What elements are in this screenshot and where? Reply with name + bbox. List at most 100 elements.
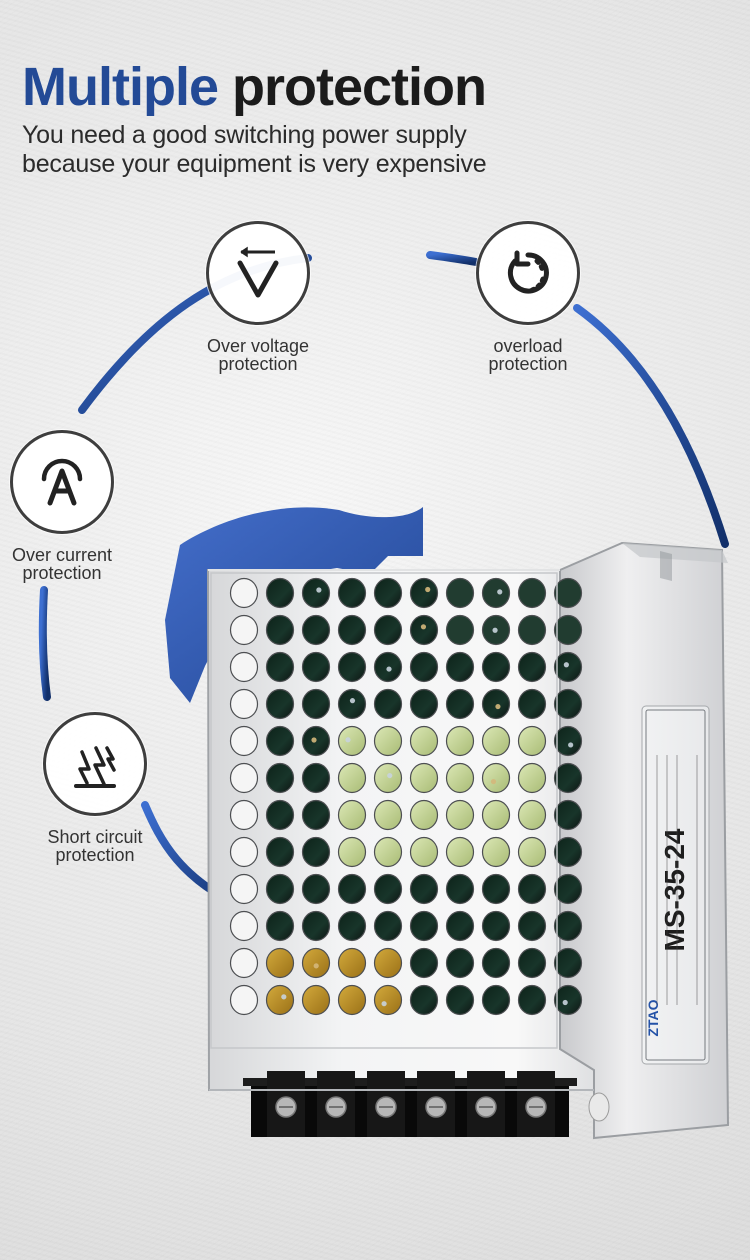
- vent-hole: [339, 801, 366, 830]
- vent-hole: [555, 801, 582, 830]
- vent-hole: [519, 764, 546, 793]
- vent-hole: [303, 986, 330, 1015]
- vent-hole: [411, 875, 438, 904]
- vent-hole: [519, 875, 546, 904]
- vent-hole: [339, 912, 366, 941]
- vent-hole: [339, 949, 366, 978]
- short-circuit-icon: [65, 734, 125, 794]
- vent-hole: [483, 727, 510, 756]
- overload-circle: [476, 221, 580, 325]
- vent-hole: [519, 727, 546, 756]
- vent-hole: [267, 653, 294, 682]
- vent-hole: [339, 764, 366, 793]
- vent-hole: [267, 579, 294, 608]
- over-current-label-line-2: protection: [10, 564, 114, 582]
- vent-hole: [339, 690, 366, 719]
- vent-hole: [267, 912, 294, 941]
- ring-arc-top-middle: [430, 255, 476, 262]
- vent-hole: [447, 727, 474, 756]
- vent-detail: [492, 628, 497, 633]
- vent-hole: [411, 801, 438, 830]
- vent-hole: [267, 801, 294, 830]
- over-voltage-label-line-2: protection: [206, 355, 310, 373]
- vent-hole: [519, 912, 546, 941]
- vent-hole: [483, 875, 510, 904]
- vent-hole: [411, 949, 438, 978]
- vent-hole: [339, 616, 366, 645]
- vent-hole: [519, 690, 546, 719]
- device-model: MS-35-24: [659, 828, 690, 951]
- vent-detail: [425, 587, 430, 592]
- vent-hole: [267, 875, 294, 904]
- vent-hole: [555, 986, 582, 1015]
- page-title: Multiple protection: [22, 56, 486, 118]
- vent-hole: [411, 727, 438, 756]
- vent-detail: [387, 773, 392, 778]
- over-current-label-line-1: Over current: [10, 546, 114, 564]
- vent-hole: [555, 875, 582, 904]
- vent-hole: [303, 690, 330, 719]
- vent-hole: [411, 653, 438, 682]
- vent-hole: [375, 949, 402, 978]
- vent-hole: [303, 653, 330, 682]
- vent-hole: [231, 875, 258, 904]
- short-circuit-label: Short circuit protection: [43, 828, 147, 864]
- vent-hole: [411, 838, 438, 867]
- power-supply-product: MS-35-24 ZTAO: [192, 535, 742, 1165]
- vent-hole: [303, 912, 330, 941]
- vent-hole: [267, 838, 294, 867]
- vent-hole: [375, 727, 402, 756]
- vent-hole: [411, 690, 438, 719]
- over-voltage-label-line-1: Over voltage: [206, 337, 310, 355]
- vent-hole: [303, 579, 330, 608]
- vent-hole: [303, 801, 330, 830]
- vent-hole: [339, 838, 366, 867]
- vent-hole: [447, 912, 474, 941]
- vent-hole: [447, 579, 474, 608]
- title-rest: protection: [232, 57, 486, 117]
- over-current-circle: [10, 430, 114, 534]
- vent-hole: [231, 653, 258, 682]
- vent-hole: [447, 801, 474, 830]
- short-circuit-label-line-2: protection: [43, 846, 147, 864]
- vent-hole: [375, 801, 402, 830]
- vent-detail: [568, 742, 573, 747]
- vent-hole: [519, 579, 546, 608]
- power-supply-image: MS-35-24 ZTAO: [192, 535, 742, 1165]
- vent-hole: [339, 579, 366, 608]
- vent-hole: [267, 986, 294, 1015]
- vent-detail: [381, 1001, 386, 1006]
- vent-hole: [483, 949, 510, 978]
- vent-hole: [339, 727, 366, 756]
- vent-hole: [267, 690, 294, 719]
- vent-hole: [231, 801, 258, 830]
- vent-hole: [339, 653, 366, 682]
- vent-hole: [519, 986, 546, 1015]
- subtitle-line-2: because your equipment is very expensive: [22, 150, 487, 179]
- vent-hole: [519, 653, 546, 682]
- feature-short-circuit: Short circuit protection: [43, 712, 147, 864]
- vent-hole: [483, 912, 510, 941]
- vent-detail: [495, 704, 500, 709]
- vent-hole: [447, 764, 474, 793]
- over-current-label: Over current protection: [10, 546, 114, 582]
- vent-hole: [267, 727, 294, 756]
- vent-hole: [375, 912, 402, 941]
- device-brand: ZTAO: [645, 999, 661, 1036]
- feature-over-current: Over current protection: [10, 430, 114, 582]
- vent-hole: [411, 616, 438, 645]
- vent-hole: [231, 912, 258, 941]
- page-subtitle: You need a good switching power supply b…: [22, 121, 487, 179]
- vent-hole: [231, 727, 258, 756]
- vent-hole: [447, 690, 474, 719]
- subtitle-line-1: You need a good switching power supply: [22, 121, 487, 150]
- vent-hole: [231, 579, 258, 608]
- vent-hole: [375, 838, 402, 867]
- vent-hole: [231, 690, 258, 719]
- vent-hole: [555, 653, 582, 682]
- vent-hole: [483, 801, 510, 830]
- vent-hole: [555, 764, 582, 793]
- overload-label: overload protection: [476, 337, 580, 373]
- vent-detail: [491, 779, 496, 784]
